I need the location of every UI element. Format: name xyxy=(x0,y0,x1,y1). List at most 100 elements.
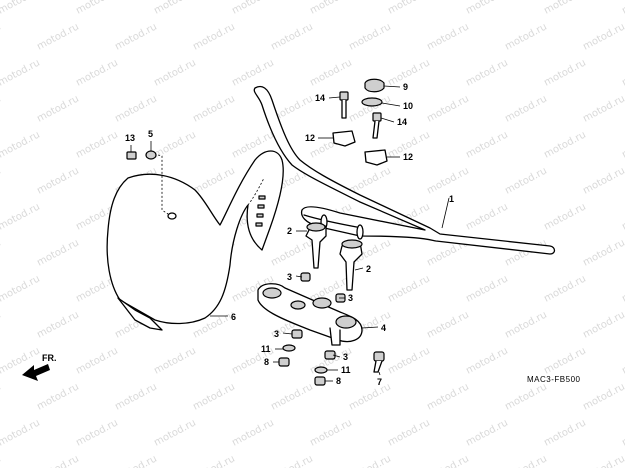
callout-6: 6 xyxy=(231,312,236,322)
callout-2-right: 2 xyxy=(366,264,371,274)
watermark-text: motod.ru xyxy=(0,201,42,232)
watermark-text: motod.ru xyxy=(581,237,625,268)
watermark-text: motod.ru xyxy=(74,0,120,17)
watermark-text: motod.ru xyxy=(0,237,3,268)
watermark-text: motod.ru xyxy=(581,93,625,124)
holder-bolt-right-part xyxy=(372,112,382,139)
watermark-text: motod.ru xyxy=(347,21,393,52)
callout-leaders xyxy=(210,85,450,382)
watermark-text: motod.ru xyxy=(0,165,3,196)
callout-8-left: 8 xyxy=(264,357,269,367)
bridge-bolt-part xyxy=(373,351,385,373)
watermark-text: motod.ru xyxy=(386,273,432,304)
watermark-text: motod.ru xyxy=(35,309,81,340)
watermark-text: motod.ru xyxy=(0,309,3,340)
watermark-text: motod.ru xyxy=(464,273,510,304)
callout-14-left: 14 xyxy=(315,93,325,103)
callout-9: 9 xyxy=(403,82,408,92)
watermark-text: motod.ru xyxy=(581,381,625,412)
watermark-text: motod.ru xyxy=(269,237,315,268)
watermark-text: motod.ru xyxy=(542,0,588,17)
watermark-text: motod.ru xyxy=(113,21,159,52)
callout-labels: 1 2 2 3 3 3 3 4 5 6 7 8 8 9 10 11 11 12 … xyxy=(125,82,454,387)
watermark-text: motod.ru xyxy=(74,57,120,88)
front-direction-label: FR. xyxy=(42,353,57,363)
watermark-text: motod.ru xyxy=(35,93,81,124)
watermark-text: motod.ru xyxy=(308,57,354,88)
watermark-text: motod.ru xyxy=(74,129,120,160)
watermark-text: motod.ru xyxy=(464,201,510,232)
callout-8-right: 8 xyxy=(336,376,341,386)
holder-nut-left-part xyxy=(300,272,311,282)
watermark-text: motod.ru xyxy=(425,309,471,340)
watermark-text: motod.ru xyxy=(386,345,432,376)
watermark-text: motod.ru xyxy=(620,345,625,376)
watermark-text: motod.ru xyxy=(425,381,471,412)
watermark-text: motod.ru xyxy=(74,417,120,448)
watermark-text: motod.ru xyxy=(620,201,625,232)
watermark-text: motod.ru xyxy=(620,273,625,304)
callout-1: 1 xyxy=(449,194,454,204)
watermark-text: motod.ru xyxy=(0,21,3,52)
watermark-text: motod.ru xyxy=(386,0,432,17)
watermark-text: motod.ru xyxy=(113,453,159,468)
callout-13: 13 xyxy=(125,133,135,143)
watermark-text: motod.ru xyxy=(425,453,471,468)
watermark-text: motod.ru xyxy=(464,417,510,448)
watermark-text: motod.ru xyxy=(503,165,549,196)
lower-nut-left-part xyxy=(291,329,303,339)
watermark-text: motod.ru xyxy=(269,381,315,412)
callout-14-right: 14 xyxy=(397,117,407,127)
callout-4: 4 xyxy=(381,323,386,333)
callout-3-holder-left: 3 xyxy=(287,272,292,282)
callout-5: 5 xyxy=(148,129,153,139)
watermark-text: motod.ru xyxy=(0,0,42,17)
watermark-text: motod.ru xyxy=(35,237,81,268)
watermark-text: motod.ru xyxy=(35,21,81,52)
callout-11-left: 11 xyxy=(261,344,271,354)
watermark-text: motod.ru xyxy=(542,273,588,304)
watermark-text: motod.ru xyxy=(230,0,276,17)
callout-12-right: 12 xyxy=(403,152,413,162)
watermark-text: motod.ru xyxy=(542,129,588,160)
callout-3-lower-left: 3 xyxy=(274,329,279,339)
watermark-text: motod.ru xyxy=(74,345,120,376)
watermark-text: motod.ru xyxy=(503,381,549,412)
watermark-text: motod.ru xyxy=(152,129,198,160)
upper-holder-right-part xyxy=(339,239,363,291)
watermark-text: motod.ru xyxy=(191,381,237,412)
watermark-text: motod.ru xyxy=(0,381,3,412)
watermark-text: motod.ru xyxy=(620,129,625,160)
watermark-text: motod.ru xyxy=(464,129,510,160)
watermark-text: motod.ru xyxy=(191,21,237,52)
watermark-text: motod.ru xyxy=(386,57,432,88)
watermark-text: motod.ru xyxy=(464,57,510,88)
watermark-text: motod.ru xyxy=(503,309,549,340)
holder-bolt-left-part xyxy=(339,91,349,119)
watermark-text: motod.ru xyxy=(0,417,42,448)
watermark-text: motod.ru xyxy=(425,165,471,196)
watermark-text: motod.ru xyxy=(347,453,393,468)
watermark-text: motod.ru xyxy=(620,417,625,448)
watermark-text: motod.ru xyxy=(386,417,432,448)
lower-locknut-right-part xyxy=(314,376,326,386)
watermark-text: motod.ru xyxy=(620,57,625,88)
watermark-text: motod.ru xyxy=(464,0,510,17)
lower-locknut-left-part xyxy=(278,357,290,367)
watermark-text: motod.ru xyxy=(35,453,81,468)
watermark-text: motod.ru xyxy=(152,57,198,88)
watermark-text: motod.ru xyxy=(542,417,588,448)
plate-collar-part xyxy=(145,141,169,215)
upper-holder-clamp-right-part xyxy=(364,149,388,166)
watermark-text: motod.ru xyxy=(542,201,588,232)
watermark-text: motod.ru xyxy=(0,273,42,304)
watermark-text: motod.ru xyxy=(230,417,276,448)
front-direction-arrow: FR. xyxy=(22,353,57,381)
callout-2-left: 2 xyxy=(287,226,292,236)
watermark-text: motod.ru xyxy=(542,345,588,376)
callout-3-lower-right: 3 xyxy=(343,352,348,362)
watermark-text: motod.ru xyxy=(152,0,198,17)
upper-holder-clamp-left-part xyxy=(332,130,356,147)
watermark-text: motod.ru xyxy=(503,93,549,124)
